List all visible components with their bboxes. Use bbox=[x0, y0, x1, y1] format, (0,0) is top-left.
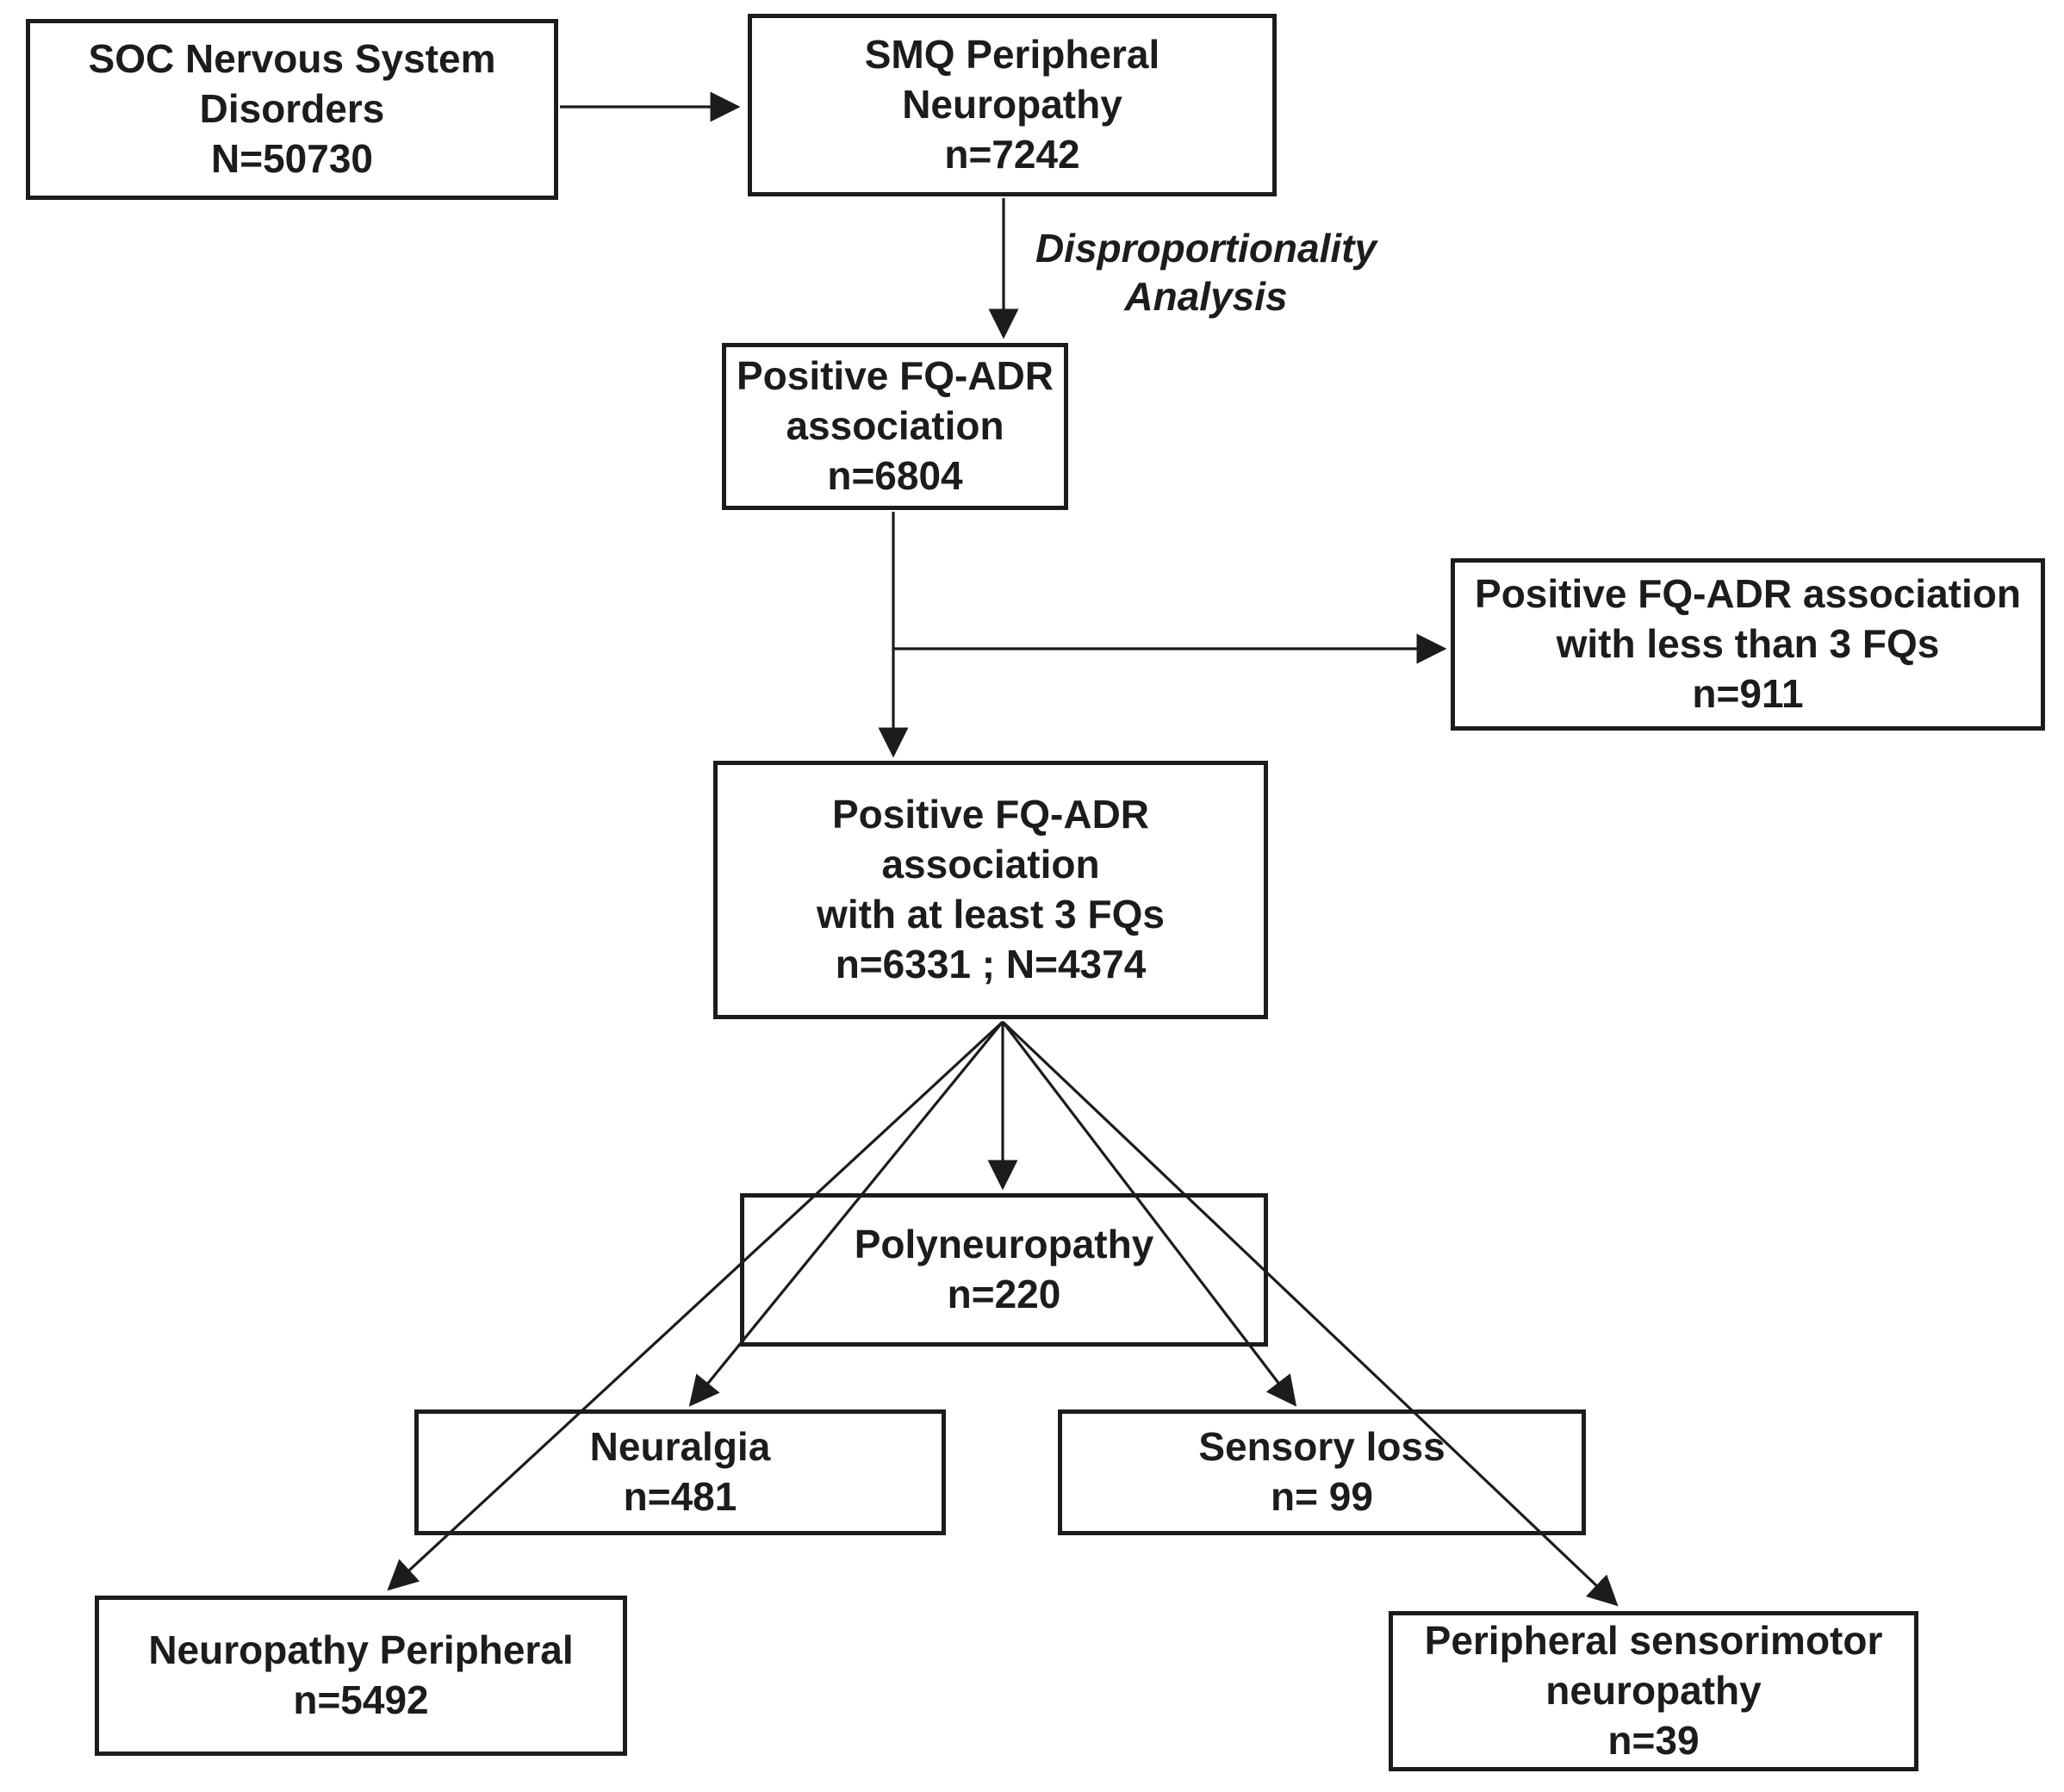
node-positive-fq-adr-at-least-3-fqs: Positive FQ-ADR association with at leas… bbox=[713, 761, 1268, 1019]
node-text-line: Neuralgia bbox=[589, 1424, 771, 1470]
node-text-line: Peripheral sensorimotor bbox=[1424, 1618, 1883, 1664]
node-text-line: Positive FQ-ADR bbox=[831, 792, 1150, 837]
node-text-line: n=39 bbox=[1607, 1717, 1700, 1763]
node-text-line: n=911 bbox=[1692, 670, 1804, 716]
node-text-line: N=50730 bbox=[211, 135, 373, 181]
node-text-line: n= 99 bbox=[1271, 1474, 1373, 1519]
node-neuralgia: Neuralgia n=481 bbox=[414, 1409, 946, 1535]
node-peripheral-sensorimotor-neuropathy: Peripheral sensorimotor neuropathy n=39 bbox=[1389, 1611, 1918, 1771]
node-text-line: Positive FQ-ADR bbox=[736, 353, 1054, 399]
node-soc-nervous-system-disorders: SOC Nervous System Disorders N=50730 bbox=[26, 19, 558, 200]
node-text-line: with less than 3 FQs bbox=[1556, 621, 1940, 667]
node-text-line: n=481 bbox=[623, 1474, 737, 1519]
node-neuropathy-peripheral: Neuropathy Peripheral n=5492 bbox=[95, 1596, 627, 1756]
node-text-line: Positive FQ-ADR association bbox=[1475, 571, 2021, 617]
node-text-line: SMQ Peripheral bbox=[864, 32, 1160, 78]
node-text-line: Polyneuropathy bbox=[854, 1222, 1154, 1267]
node-polyneuropathy: Polyneuropathy n=220 bbox=[740, 1193, 1268, 1347]
node-text-line: n=6804 bbox=[827, 452, 963, 498]
node-text-line: Disorders bbox=[199, 86, 385, 132]
node-text-line: n=220 bbox=[947, 1272, 1061, 1316]
node-text-line: n=7242 bbox=[944, 131, 1080, 177]
node-positive-fq-adr-less-than-3-fqs: Positive FQ-ADR association with less th… bbox=[1451, 558, 2045, 731]
node-text-line: n=6331 ; N=4374 bbox=[835, 941, 1147, 986]
node-sensory-loss: Sensory loss n= 99 bbox=[1058, 1409, 1586, 1535]
edge-label-line: Disproportionality bbox=[1035, 226, 1377, 271]
node-text-line: association bbox=[881, 842, 1100, 887]
node-text-line: Neuropathy Peripheral bbox=[148, 1627, 574, 1673]
node-text-line: neuropathy bbox=[1545, 1668, 1762, 1714]
node-text-line: SOC Nervous System bbox=[88, 36, 496, 82]
node-text-line: with at least 3 FQs bbox=[817, 892, 1165, 936]
node-text-line: association bbox=[786, 403, 1004, 449]
node-text-line: n=5492 bbox=[293, 1677, 429, 1722]
node-positive-fq-adr-association: Positive FQ-ADR association n=6804 bbox=[722, 343, 1068, 510]
node-text-line: Neuropathy bbox=[902, 82, 1122, 128]
edge-label-disproportionality-analysis: Disproportionality Analysis bbox=[999, 224, 1413, 320]
node-smq-peripheral-neuropathy: SMQ Peripheral Neuropathy n=7242 bbox=[748, 14, 1277, 196]
node-text-line: Sensory loss bbox=[1198, 1424, 1445, 1470]
edge-label-line: Analysis bbox=[1124, 274, 1288, 320]
